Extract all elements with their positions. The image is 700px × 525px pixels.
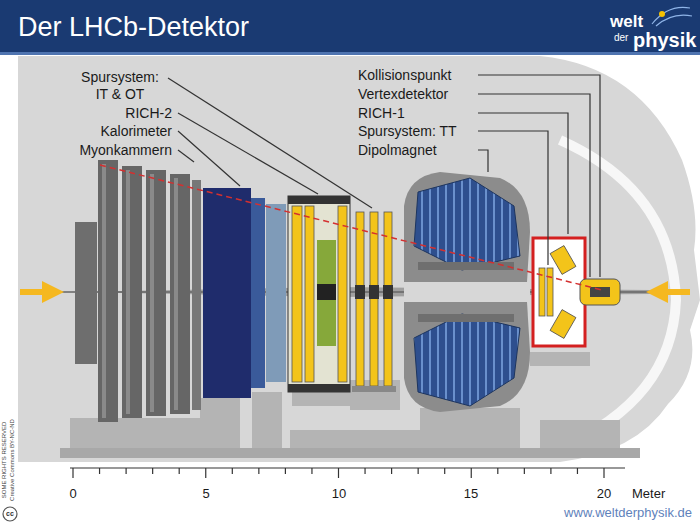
vertex-detector (580, 279, 620, 305)
axis-tick (577, 468, 578, 474)
axis-tick (205, 468, 206, 478)
rich2 (288, 196, 350, 392)
part-label: Vertexdetektor (358, 86, 448, 103)
part-label: Spursystem: TT (358, 123, 457, 140)
cavern (18, 56, 700, 462)
axis-tick (603, 468, 604, 478)
axis-tick (311, 468, 312, 474)
axis-tick-label: 20 (597, 486, 611, 502)
tracking-stations (352, 212, 396, 392)
rich1 (533, 238, 585, 346)
part-label: RICH-2 (125, 105, 172, 122)
dipole-magnet (404, 172, 530, 412)
axis-tick-label: 15 (464, 486, 478, 502)
logo-text: der (614, 32, 628, 44)
axis-tick-label: 0 (69, 486, 76, 502)
axis-tick (125, 468, 126, 474)
leader-line (168, 75, 600, 277)
footer-url: www.weltderphysik.de (564, 505, 692, 521)
part-label: Spursystem: IT & OT (76, 69, 164, 103)
axis-tick (285, 468, 286, 474)
axis-tick (418, 468, 419, 474)
particle-track (100, 165, 602, 290)
part-label: Kalorimeter (100, 123, 172, 140)
part-label: RICH-1 (358, 105, 405, 122)
axis-tick (152, 468, 153, 474)
axis-tick (99, 468, 100, 474)
axis-tick (232, 468, 233, 474)
logo-text: physik (633, 28, 696, 52)
axis-tick-label: 10 (332, 486, 346, 502)
axis-tick (179, 468, 180, 474)
axis-tick (338, 468, 339, 478)
part-label: Kollisionspunkt (358, 67, 451, 84)
title-bar-line (0, 52, 700, 55)
beam-arrow (20, 281, 690, 303)
axis-tick (497, 468, 498, 474)
axis-tick (524, 468, 525, 474)
logo-arcs (652, 7, 692, 26)
page-title: Der LHCb-Detektor (18, 11, 249, 43)
muon-chambers (75, 160, 201, 422)
axis-tick (550, 468, 551, 474)
axis-tick (391, 468, 392, 474)
licence-note: SOME RIGHTS RESERVED (1, 422, 8, 499)
part-label: Myonkammern (79, 142, 172, 159)
scale-axis (70, 468, 625, 478)
axis-unit: Meter (632, 486, 665, 502)
axis-tick (444, 468, 445, 474)
calorimeter (203, 188, 286, 398)
axis-tick (72, 468, 73, 478)
title-bar (0, 0, 700, 52)
licence-note: Creative Commons BY-NC-ND (9, 419, 16, 501)
axis-tick (364, 468, 365, 474)
cc-logo-text: cc (6, 510, 14, 518)
part-label: Dipolmagnet (358, 142, 437, 159)
axis-tick-label: 5 (202, 486, 209, 502)
axis-tick (471, 468, 472, 478)
cc-badge (3, 507, 17, 521)
axis-tick (258, 468, 259, 474)
